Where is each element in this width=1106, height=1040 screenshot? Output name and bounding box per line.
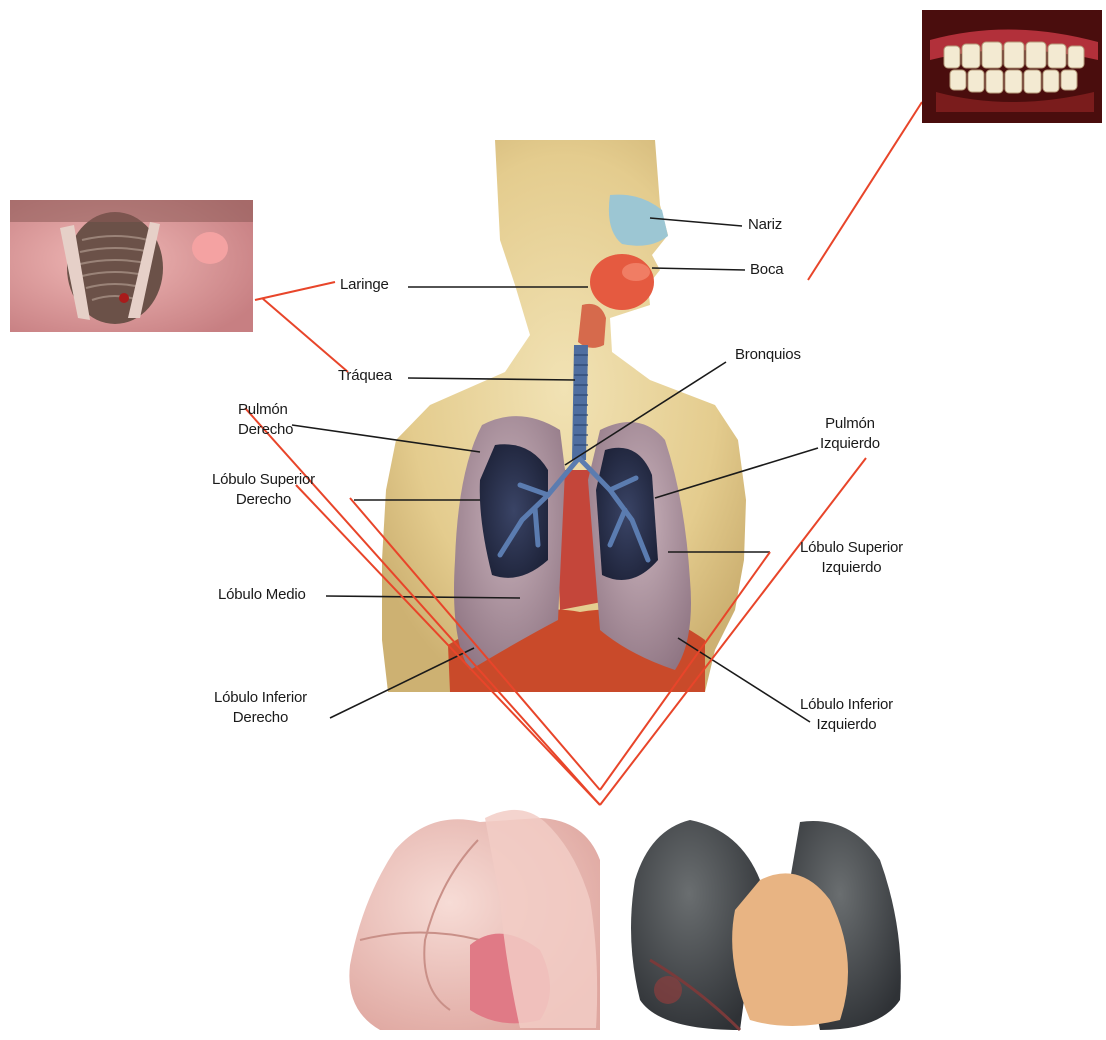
- label-lobulo-inferior-izquierdo-line1: Lóbulo Inferior: [800, 695, 893, 715]
- trachea-shape: [572, 345, 588, 460]
- oral-cavity: [590, 254, 654, 310]
- label-lobulo-inferior-izquierdo-line2: Izquierdo: [800, 715, 893, 735]
- label-boca: Boca: [750, 260, 783, 280]
- tongue-shape: [622, 263, 650, 281]
- body-illustration: [382, 140, 746, 692]
- label-lobulo-inferior-derecho-line1: Lóbulo Inferior: [214, 688, 307, 708]
- label-pulmon-derecho-line1: Pulmón: [238, 400, 293, 420]
- label-laringe: Laringe: [340, 275, 389, 295]
- label-lobulo-inferior-izquierdo: Lóbulo Inferior Izquierdo: [800, 695, 893, 735]
- healthy-lungs-photo: [349, 810, 600, 1030]
- label-bronquios: Bronquios: [735, 345, 801, 365]
- label-lobulo-superior-derecho: Lóbulo Superior Derecho: [212, 470, 315, 510]
- label-lobulo-superior-derecho-line2: Derecho: [212, 490, 315, 510]
- label-pulmon-derecho-line2: Derecho: [238, 420, 293, 440]
- right-lung-inner: [480, 444, 548, 578]
- larynx-shape: [578, 304, 606, 348]
- label-lobulo-superior-izquierdo-line1: Lóbulo Superior: [800, 538, 903, 558]
- label-pulmon-izquierdo-line2: Izquierdo: [820, 434, 880, 454]
- label-lobulo-superior-derecho-line1: Lóbulo Superior: [212, 470, 315, 490]
- teeth-photo: [922, 10, 1102, 123]
- label-pulmon-izquierdo-line1: Pulmón: [820, 414, 880, 434]
- label-lobulo-inferior-derecho: Lóbulo Inferior Derecho: [214, 688, 307, 728]
- label-pulmon-izquierdo: Pulmón Izquierdo: [820, 414, 880, 454]
- label-lobulo-superior-izquierdo: Lóbulo Superior Izquierdo: [800, 538, 903, 578]
- label-pulmon-derecho: Pulmón Derecho: [238, 400, 293, 440]
- label-nariz: Nariz: [748, 215, 782, 235]
- larynx-photo: [10, 200, 253, 332]
- label-lobulo-inferior-derecho-line2: Derecho: [214, 708, 307, 728]
- label-lobulo-superior-izquierdo-line2: Izquierdo: [800, 558, 903, 578]
- label-traquea: Tráquea: [338, 366, 392, 386]
- label-lobulo-medio: Lóbulo Medio: [218, 585, 306, 605]
- smoker-lungs-photo: [631, 820, 901, 1030]
